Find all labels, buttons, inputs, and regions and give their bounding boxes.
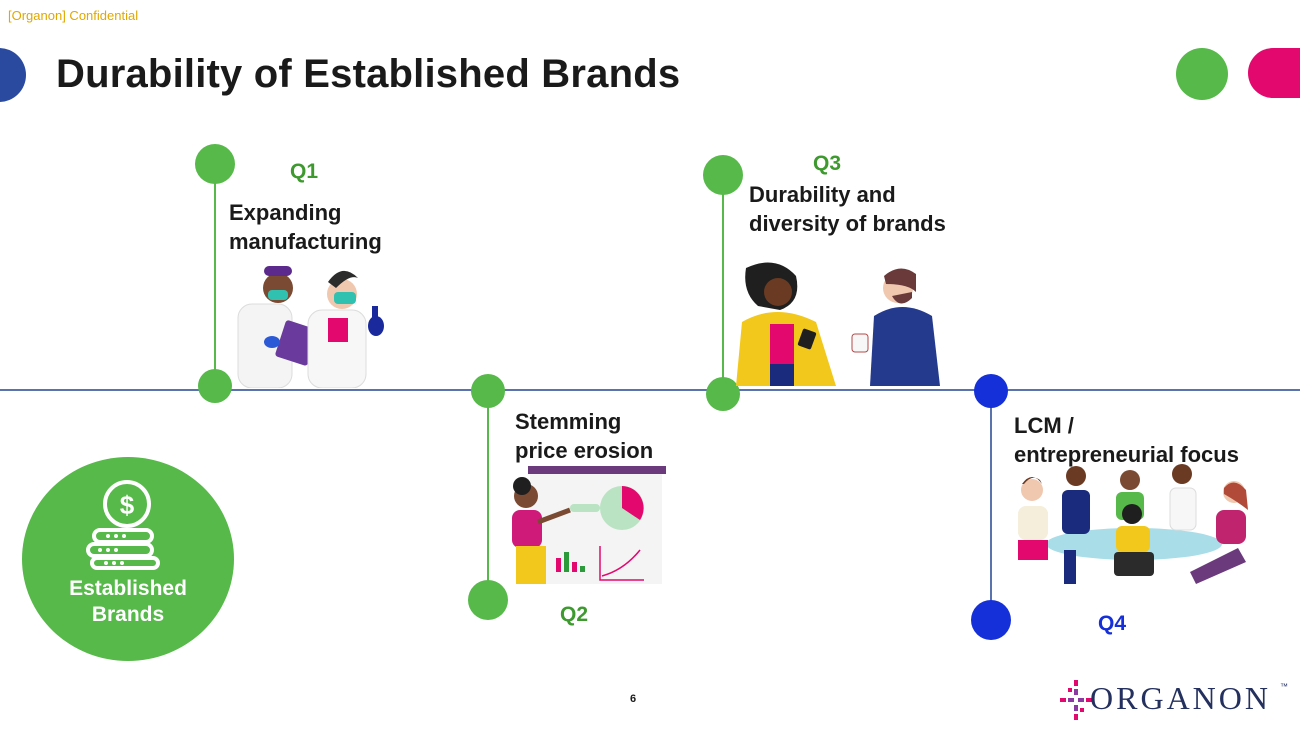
trademark-symbol: ™ <box>1280 682 1288 691</box>
q1-description-line1: Expanding <box>229 200 342 225</box>
q1-axis-dot <box>198 369 232 403</box>
q3-description: Durability and diversity of brands <box>749 180 946 238</box>
q1-description-line2: manufacturing <box>229 229 382 254</box>
dollar-coin-stack-icon: $ <box>86 480 160 570</box>
established-brands-label-line1: Established <box>69 577 187 600</box>
established-brands-label: Established Brands <box>22 576 234 628</box>
decorative-blue-circle <box>0 48 26 102</box>
timeline-axis <box>0 389 1300 391</box>
page-title: Durability of Established Brands <box>56 52 681 96</box>
q3-connector <box>722 176 724 390</box>
q4-description: LCM / entrepreneurial focus <box>1014 411 1239 469</box>
q1-label: Q1 <box>290 160 319 183</box>
team-meeting-illustration <box>1018 464 1248 584</box>
q4-axis-dot <box>974 374 1008 408</box>
q1-top-dot <box>195 144 235 184</box>
scientists-illustration <box>237 266 384 388</box>
q3-label: Q3 <box>813 152 842 175</box>
organon-logo-mark-icon <box>1060 680 1092 720</box>
q3-description-line1: Durability and <box>749 182 896 207</box>
decorative-pink-pill <box>1248 48 1300 98</box>
presentation-chart-illustration <box>512 466 666 584</box>
q3-top-dot <box>703 155 743 195</box>
q2-connector <box>487 392 489 600</box>
colleagues-talking-illustration <box>736 262 940 386</box>
q2-description-line1: Stemming <box>515 409 622 434</box>
q2-description: Stemming price erosion <box>515 407 653 465</box>
q4-description-line2: entrepreneurial focus <box>1014 442 1239 467</box>
q2-label: Q2 <box>560 603 589 626</box>
q4-bottom-dot <box>971 600 1011 640</box>
q4-label: Q4 <box>1098 612 1127 635</box>
q4-description-line1: LCM / <box>1014 413 1074 438</box>
q3-description-line2: diversity of brands <box>749 211 946 236</box>
decorative-green-circle <box>1176 48 1228 100</box>
confidential-label: [Organon] Confidential <box>8 8 139 23</box>
q3-axis-dot <box>706 377 740 411</box>
q4-connector <box>990 392 992 610</box>
q1-description: Expanding manufacturing <box>229 198 382 256</box>
q2-description-line2: price erosion <box>515 438 654 463</box>
q2-bottom-dot <box>468 580 508 620</box>
organon-logo-text: ORGANON <box>1090 680 1271 716</box>
page-number: 6 <box>630 693 637 705</box>
svg-text:$: $ <box>120 490 135 520</box>
q1-connector <box>214 164 216 386</box>
established-brands-label-line2: Brands <box>91 603 165 626</box>
q2-axis-dot <box>471 374 505 408</box>
